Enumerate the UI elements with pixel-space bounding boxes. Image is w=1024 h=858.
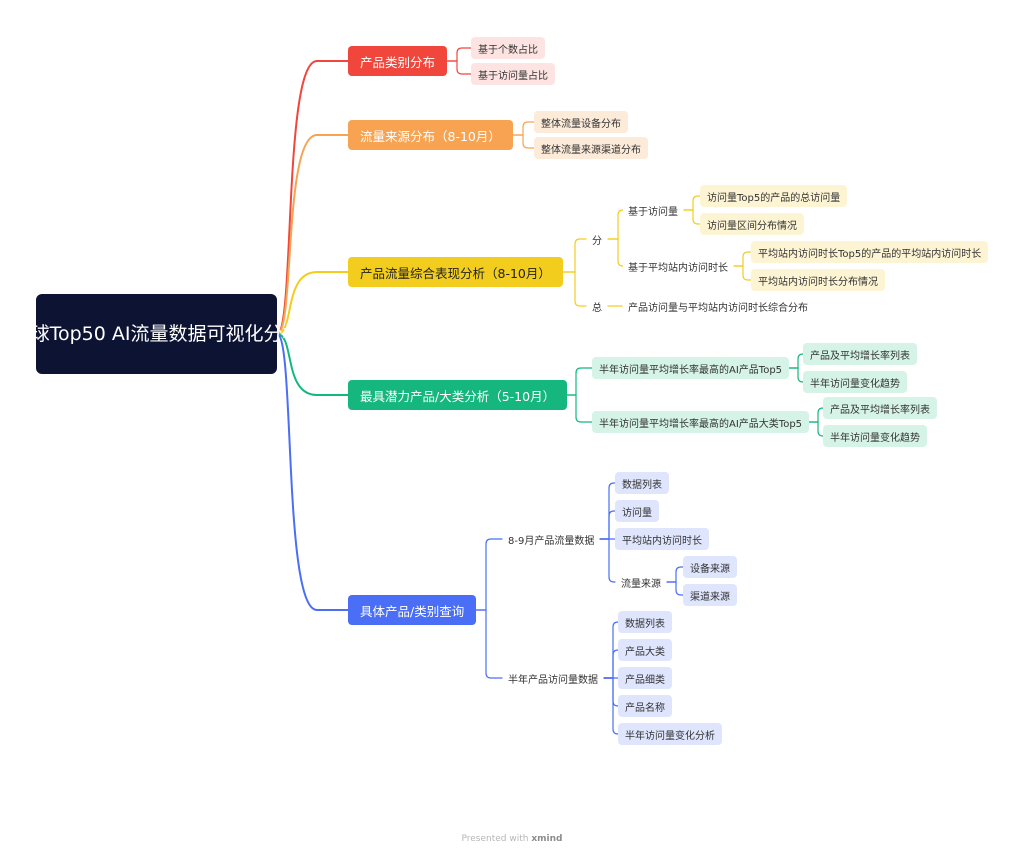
link-b1c0 <box>512 121 535 136</box>
watermark-prefix: Presented with <box>461 834 529 844</box>
link-b2g0c1a <box>733 251 752 267</box>
central-topic[interactable]: 全球Top50 AI流量数据可视化分析 <box>12 294 301 374</box>
topic-combined-distribution[interactable]: 产品访问量与平均站内访问时长综合分布 <box>628 302 808 314</box>
link-b4c1e <box>603 677 619 735</box>
root-link-b3 <box>276 333 349 396</box>
topic-traffic-source[interactable]: 流量来源 <box>621 578 661 590</box>
link-b4c1 <box>475 609 503 679</box>
link-b4c0d0 <box>666 566 684 583</box>
root-link-b4 <box>276 333 349 611</box>
link-b4c0a <box>599 482 616 540</box>
link-b2g0c1 <box>607 238 624 267</box>
link-b3c0a <box>788 353 804 369</box>
link-b2g0c0 <box>607 209 624 240</box>
link-b4c1d <box>603 677 619 707</box>
topic-data-list[interactable]: 数据列表 <box>615 472 669 494</box>
topic-visit-range-distribution[interactable]: 访问量区间分布情况 <box>700 213 804 235</box>
branch-traffic-source[interactable]: 流量来源分布（8-10月） <box>348 120 513 150</box>
watermark-brand: xmind <box>531 834 563 844</box>
branch-traffic-performance[interactable]: 产品流量综合表现分析（8-10月） <box>348 257 563 287</box>
link-b3c1b <box>808 421 824 437</box>
link-b3c1a <box>808 407 824 423</box>
topic-aug-sep-traffic[interactable]: 8-9月产品流量数据 <box>508 535 595 547</box>
topic-half-year-trend-analysis[interactable]: 半年访问量变化分析 <box>618 723 722 745</box>
branch-category-distribution[interactable]: 产品类别分布 <box>348 46 448 76</box>
link-b4c1b <box>603 649 619 679</box>
topic-by-avg-duration[interactable]: 基于平均站内访问时长 <box>628 262 728 274</box>
topic-top5-categories-growth[interactable]: 半年访问量平均增长率最高的AI产品大类Top5 <box>592 411 810 433</box>
topic-category-visit-trend[interactable]: 半年访问量变化趋势 <box>823 425 927 447</box>
link-b0c1 <box>446 60 472 75</box>
link-b2g0c0a <box>683 195 701 211</box>
topic-channel-distribution[interactable]: 整体流量来源渠道分布 <box>534 137 648 159</box>
topic-product-category[interactable]: 产品大类 <box>618 639 672 661</box>
topic-half-year-visits[interactable]: 半年产品访问量数据 <box>508 674 598 686</box>
link-b2g1 <box>562 271 587 307</box>
topic-top5-total-visits[interactable]: 访问量Top5的产品的总访问量 <box>700 185 848 207</box>
topic-duration-distribution[interactable]: 平均站内访问时长分布情况 <box>751 269 885 291</box>
topic-count-ratio[interactable]: 基于个数占比 <box>471 37 545 59</box>
topic-product-growth-list[interactable]: 产品及平均增长率列表 <box>803 343 917 365</box>
topic-visit-ratio[interactable]: 基于访问量占比 <box>471 63 555 85</box>
link-b3c1 <box>566 394 593 423</box>
topic-data-list-2[interactable]: 数据列表 <box>618 611 672 633</box>
topic-visits[interactable]: 访问量 <box>615 500 659 522</box>
root-link-b2 <box>276 271 349 335</box>
topic-product-name[interactable]: 产品名称 <box>618 695 672 717</box>
branch-potential-products[interactable]: 最具潜力产品/大类分析（5-10月） <box>348 380 568 410</box>
topic-group-total[interactable]: 总 <box>592 302 602 314</box>
link-b2g0 <box>562 238 587 273</box>
topic-product-visit-trend[interactable]: 半年访问量变化趋势 <box>803 371 907 393</box>
link-b2g0c0b <box>683 209 701 225</box>
link-b0c0 <box>446 47 472 62</box>
topic-top5-products-growth[interactable]: 半年访问量平均增长率最高的AI产品Top5 <box>592 357 790 379</box>
topic-device-distribution[interactable]: 整体流量设备分布 <box>534 111 628 133</box>
topic-by-visits[interactable]: 基于访问量 <box>628 206 678 218</box>
branch-product-query[interactable]: 具体产品/类别查询 <box>348 595 477 625</box>
link-b4c0 <box>475 538 503 611</box>
topic-group-part[interactable]: 分 <box>592 235 602 247</box>
link-b3c0 <box>566 367 593 396</box>
link-b1c1 <box>512 134 535 149</box>
topic-avg-duration[interactable]: 平均站内访问时长 <box>615 528 709 550</box>
topic-product-subcategory[interactable]: 产品细类 <box>618 667 672 689</box>
link-b4c0d1 <box>666 581 684 596</box>
link-b3c0b <box>788 367 804 383</box>
topic-channel-source[interactable]: 渠道来源 <box>683 584 737 606</box>
link-b4c0d <box>599 538 616 583</box>
topic-top5-avg-duration[interactable]: 平均站内访问时长Top5的产品的平均站内访问时长 <box>751 241 989 263</box>
link-b2g0c1b <box>733 265 752 281</box>
topic-category-growth-list[interactable]: 产品及平均增长率列表 <box>823 397 937 419</box>
link-b4c0b <box>599 510 616 540</box>
link-b4c1a <box>603 621 619 679</box>
topic-device-source[interactable]: 设备来源 <box>683 556 737 578</box>
root-link-b1 <box>276 134 349 335</box>
watermark: Presented with xmind <box>0 834 1024 844</box>
